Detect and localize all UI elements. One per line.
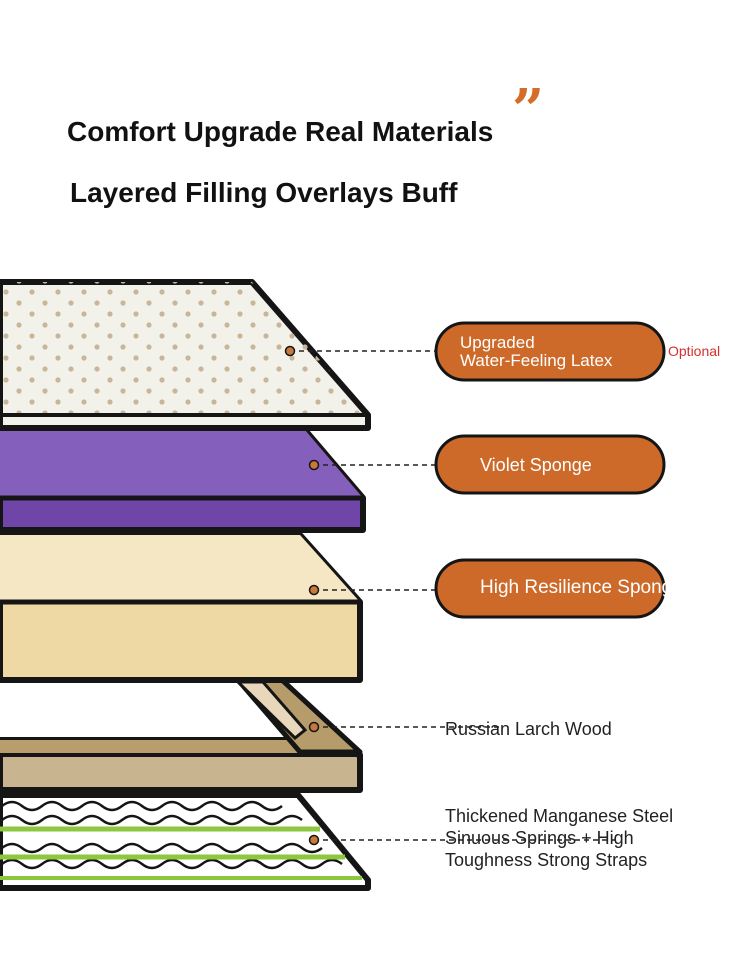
latex-label-line-2: Water-Feeling Latex (460, 351, 613, 370)
pill-violet (434, 434, 666, 495)
label-pills (434, 321, 666, 619)
pill-sponge (434, 558, 666, 619)
springs-label-line-1: Thickened Manganese Steel (445, 806, 674, 826)
violet-layer (0, 427, 366, 533)
springs-label-line-2: Sinuous Springs + High (445, 828, 634, 848)
sponge-layer (0, 532, 363, 683)
optional-tag: Optional (668, 343, 721, 359)
title-line-2: Layered Filling Overlays Buff (70, 177, 458, 208)
springs-layer (0, 792, 371, 891)
title-line-1: Comfort Upgrade Real Materials (67, 116, 494, 147)
latex-label-line-1: Upgraded (460, 333, 535, 352)
sponge-label: High Resilience Sponge (480, 577, 683, 598)
leader-dots (284, 345, 320, 846)
spring-coils-icon (1, 800, 343, 870)
violet-label: Violet Sponge (480, 455, 592, 475)
latex-layer (0, 279, 371, 431)
wood-label: Russian Larch Wood (445, 719, 612, 739)
pill-latex (434, 321, 666, 382)
wood-frame-layer (0, 677, 363, 793)
springs-label-line-3: Toughness Strong Straps (445, 850, 648, 870)
quote-mark-icon: ” (512, 77, 545, 143)
leader-lines (290, 350, 620, 841)
